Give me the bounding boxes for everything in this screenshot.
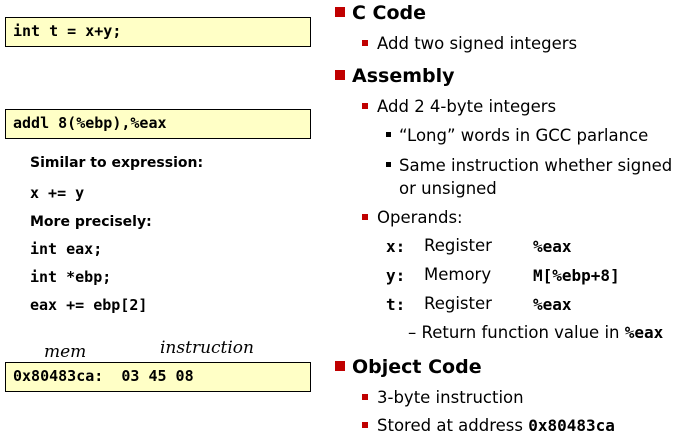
assembly-sub-2-text: Same instruction whether signed [399,156,673,175]
bullet-square-icon [362,40,368,46]
bullet-dot-icon [386,162,391,167]
operands-label: Operands: [377,208,463,227]
expression: x += y [30,184,85,202]
code-line-1: int eax; [30,240,103,258]
operand-value: M[%ebp+8] [533,266,620,285]
heading-object-code: Object Code [335,356,482,378]
dash-icon: – [408,323,422,342]
bullet-square-icon [362,214,368,220]
object-code-bullet-2: Stored at address 0x80483ca [362,416,615,435]
bullet-square-icon [362,422,368,428]
bullet-square-icon [335,361,345,371]
bullet-square-icon [335,7,345,17]
operands-bullet: Operands: [362,208,463,227]
bullet-dot-icon [386,132,391,137]
heading-c-code: C Code [335,2,426,24]
operand-value: %eax [533,295,572,314]
object-code-box: 0x80483ca: 03 45 08 [5,362,311,392]
assembly-bullet-1: Add 2 4-byte integers [362,97,556,116]
code-line-3: eax += ebp[2] [30,296,148,314]
c-code-bullet-text: Add two signed integers [377,34,578,53]
c-code-bullet: Add two signed integers [362,34,577,53]
return-note: – Return function value in %eax [408,323,663,342]
heading-assembly-label: Assembly [352,65,455,87]
heading-c-code-label: C Code [352,2,427,24]
c-code-box: int t = x+y; [5,17,311,47]
return-note-register: %eax [624,323,664,342]
precise-label: More precisely: [30,214,152,230]
assembly-bullet-1-text: Add 2 4-byte integers [377,97,557,116]
assembly-sub-1-text: “Long” words in GCC parlance [399,126,649,145]
object-code-bullet-1-text: 3-byte instruction [377,388,524,407]
code-line-2: int *ebp; [30,268,112,286]
operand-name: t: [386,295,406,314]
bullet-square-icon [362,103,368,109]
assembly-box: addl 8(%ebp),%eax [5,109,311,139]
heading-assembly: Assembly [335,65,455,87]
bullet-square-icon [362,394,368,400]
assembly-sub-2: Same instruction whether signed [386,156,672,175]
assembly-sub-1: “Long” words in GCC parlance [386,126,648,145]
similar-label: Similar to expression: [30,155,204,171]
object-code-address: 0x80483ca [528,416,615,435]
operand-kind: Register [424,236,492,255]
return-note-text: Return function value in [421,323,625,342]
heading-object-code-label: Object Code [352,356,482,378]
annotation-instruction: instruction [160,338,254,358]
operand-name: y: [386,266,406,285]
operand-kind: Register [424,294,492,313]
operand-value: %eax [533,237,572,256]
object-code-bullet-1: 3-byte instruction [362,388,524,407]
assembly-sub-2-cont: or unsigned [399,179,497,198]
object-code-bullet-2-text: Stored at address [377,416,529,435]
operand-kind: Memory [424,265,492,284]
bullet-square-icon [335,70,345,80]
annotation-mem: mem [44,342,87,362]
operand-name: x: [386,237,406,256]
